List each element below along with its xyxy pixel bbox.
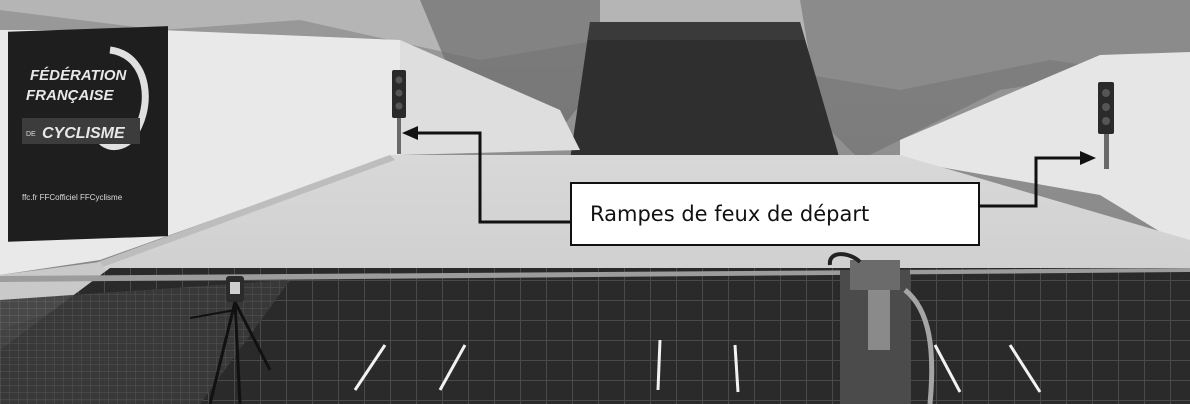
arrow-icon (1080, 151, 1096, 165)
traffic-light-icon (1098, 82, 1114, 169)
banner-line1: FÉDÉRATION (30, 67, 128, 84)
downhill-track (570, 22, 840, 160)
ffc-banner: FÉDÉRATION FRANÇAISE DE CYCLISME ffc.fr … (8, 26, 168, 242)
arrow-icon (402, 126, 418, 140)
start-lights-callout: Rampes de feux de départ (570, 182, 980, 246)
banner-line3: CYCLISME (42, 125, 126, 142)
tripod-camera (189, 276, 272, 404)
gate-mechanism (827, 252, 935, 404)
banner-social: ffc.fr FFCofficiel FFCyclisme (22, 193, 123, 202)
right-wall (900, 52, 1190, 250)
lane-lines (353, 339, 1042, 393)
arrow-icon (980, 156, 1086, 208)
banner-line2: FRANÇAISE (26, 87, 114, 104)
traffic-light-icon (392, 70, 406, 154)
arrow-icon (412, 131, 570, 224)
banner-line3-prefix: DE (26, 131, 36, 138)
